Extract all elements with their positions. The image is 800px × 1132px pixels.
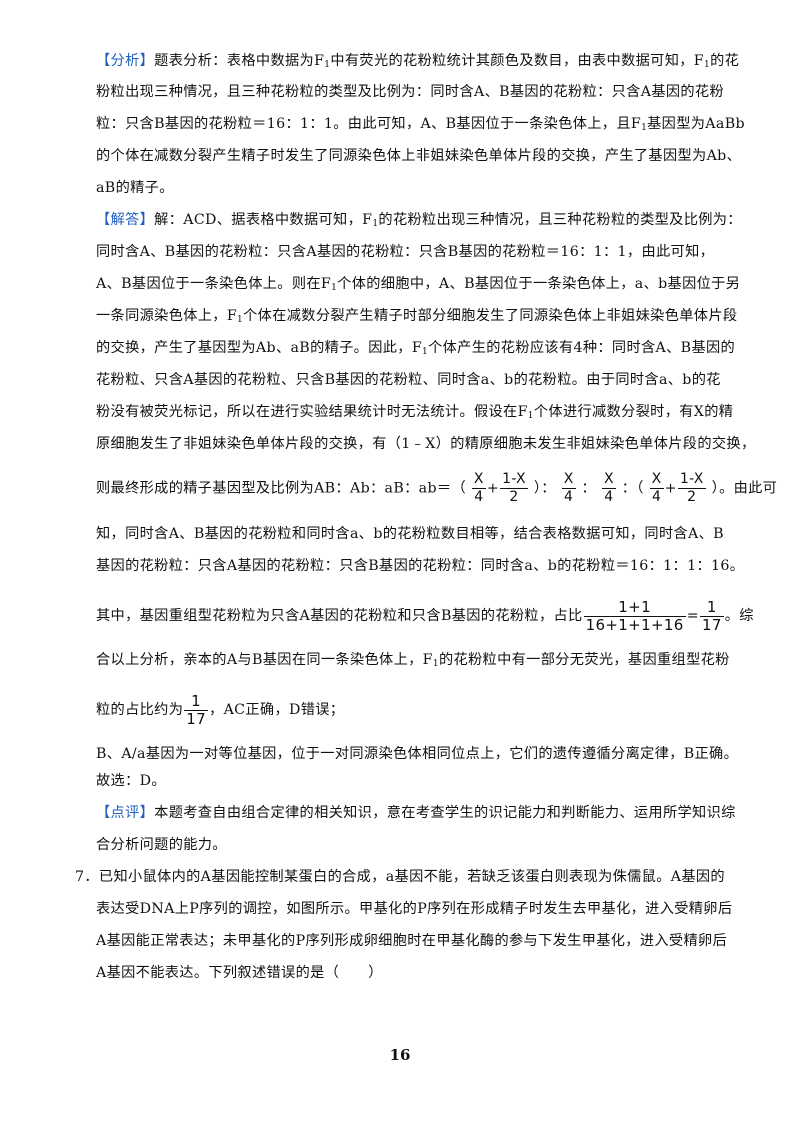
question-number: 7． [75, 869, 99, 885]
answer-line-8: 原细胞发生了非姐妹染色单体片段的交换，有（1﹣X）的精原细胞未发生非姐妹染色单体… [96, 436, 756, 452]
answer-line-7: 粉没有被荧光标记，所以在进行实验结果统计时无法统计。假设在F1个体进行减数分裂时… [96, 404, 734, 421]
comment-line-1: 【点评】本题考查自由组合定律的相关知识，意在考查学生的识记能力和判断能力、运用所… [96, 805, 736, 821]
answer-line-2: 同时含A、B基因的花粉粒：只含A基因的花粉粒：只含B基因的花粉粒＝16：1：1，… [96, 244, 715, 260]
question-7-line-2: 表达受DNA上P序列的调控，如图所示。甲基化的P序列在形成精子时发生去甲基化，进… [96, 901, 733, 917]
comment-line-2: 合分析问题的能力。 [96, 837, 227, 853]
analysis-line-4: 的个体在减数分裂产生精子时发生了同源染色体上非姐妹染色单体片段的交换，产生了基因… [96, 148, 742, 164]
answer-line-10: 知，同时含A、B基因的花粉粒和同时含a、b的花粉粒数目相等，结合表格数据可知，同… [96, 526, 724, 542]
answer-line-3: A、B基因位于一条染色体上。则在F1个体的细胞中，A、B基因位于一条染色体上，a… [96, 276, 741, 293]
question-7-line-3: A基因能正常表达；未甲基化的P序列形成卵细胞时在甲基化酶的参与下发生甲基化，进入… [96, 933, 728, 949]
answer-line-16: 故选：D。 [96, 773, 166, 789]
answer-line-13: 合以上分析，亲本的A与B基因在同一条染色体上，F1的花粉粒中有一部分无荧光，基因… [96, 652, 730, 669]
answer-line-5: 的交换，产生了基因型为Ab、aB的精子。因此，F1个体产生的花粉应该有4种：同时… [96, 340, 736, 357]
analysis-tag: 【分析】 [96, 53, 155, 69]
answer-tag: 【解答】 [96, 212, 155, 228]
question-7-line-4: A基因不能表达。下列叙述错误的是（ ） [96, 965, 383, 981]
answer-line-15: B、A/a基因为一对等位基因，位于一对同源染色体相同位点上，它们的遗传遵循分离定… [96, 746, 739, 762]
analysis-line-3: 粒：只含B基因的花粉粒＝16：1：1。由此可知，A、B基因位于一条染色体上，且F… [96, 116, 745, 133]
answer-line-6: 花粉粒、只含A基因的花粉粒、只含B基因的花粉粒、同时含a、b的花粉粒。由于同时含… [96, 372, 721, 388]
answer-line-11: 基因的花粉粒：只含A基因的花粉粒：只含B基因的花粉粒：同时含a、b的花粉粒＝16… [96, 558, 745, 574]
question-7-line-1: 7．已知小鼠体内的A基因能控制某蛋白的合成，a基因不能，若缺乏该蛋白则表现为侏儒… [75, 869, 725, 885]
analysis-line-5: aB的精子。 [96, 180, 174, 196]
page-number: 16 [389, 1046, 411, 1064]
analysis-line-1: 【分析】题表分析：表格中数据为F1中有荧光的花粉粒统计其颜色及数目，由表中数据可… [96, 53, 740, 70]
analysis-line-2: 粉粒出现三种情况，且三种花粉粒的类型及比例为：同时含A、B基因的花粉粒：只含A基… [96, 84, 725, 100]
comment-tag: 【点评】 [96, 805, 155, 821]
answer-line-1: 【解答】解：ACD、据表格中数据可知，F1的花粉粒出现三种情况，且三种花粉粒的类… [96, 212, 742, 229]
answer-line-4: 一条同源染色体上，F1个体在减数分裂产生精子时部分细胞发生了同源染色体上非姐妹染… [96, 308, 738, 325]
